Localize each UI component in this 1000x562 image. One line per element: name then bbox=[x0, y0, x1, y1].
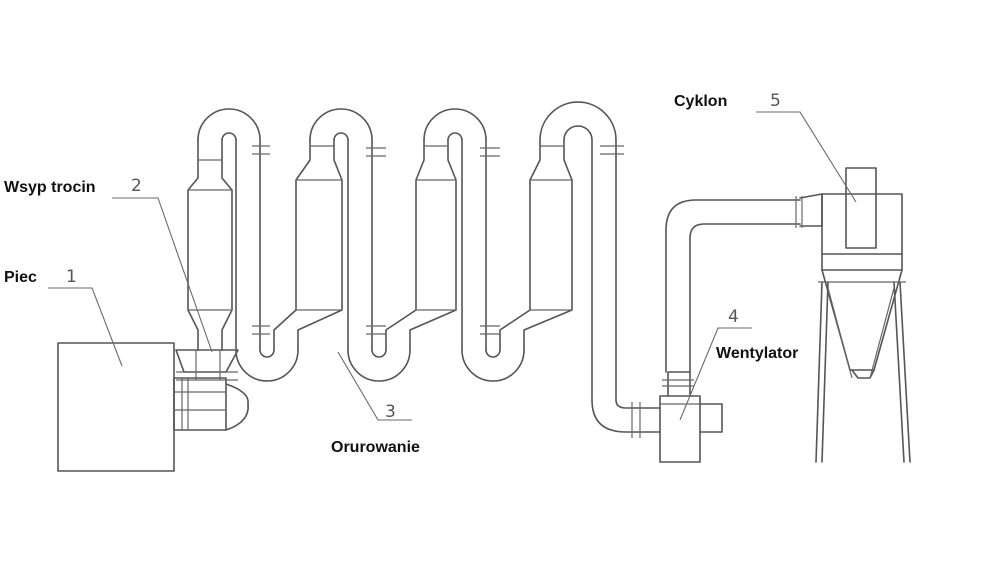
label-wsyp-trocin: Wsyp trocin bbox=[4, 179, 96, 196]
label-number-1: 1 bbox=[66, 267, 77, 287]
label-piec: Piec bbox=[4, 269, 37, 286]
drying-pipe bbox=[187, 101, 661, 438]
label-orurowanie: Orurowanie bbox=[331, 439, 420, 456]
furnace bbox=[57, 342, 249, 472]
cyclone bbox=[795, 167, 911, 463]
leader-lines bbox=[48, 111, 857, 421]
label-number-5: 5 bbox=[770, 91, 781, 111]
fan bbox=[659, 199, 801, 463]
label-number-4: 4 bbox=[728, 307, 739, 327]
label-cyklon: Cyklon bbox=[674, 93, 727, 110]
label-number-2: 2 bbox=[131, 176, 142, 196]
label-number-3: 3 bbox=[385, 402, 396, 422]
sawdust-inlet bbox=[175, 349, 239, 381]
label-wentylator: Wentylator bbox=[716, 345, 798, 362]
